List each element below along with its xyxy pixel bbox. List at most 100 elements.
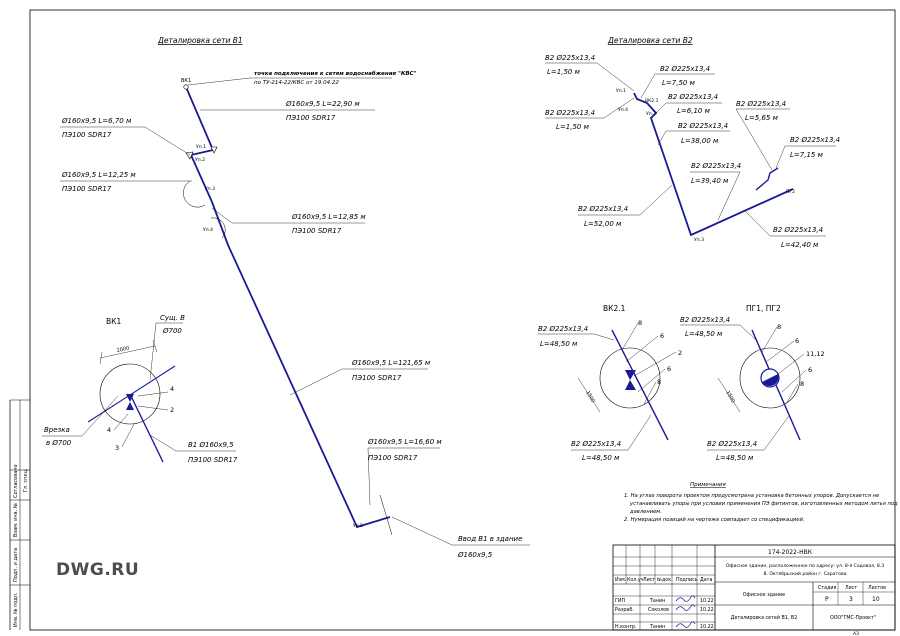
tb-signature-1 <box>675 595 696 602</box>
tb-h-sheet: Лист <box>845 585 857 591</box>
b1-seg2-size: Ø160х9,5 L=6,70 м <box>61 117 132 125</box>
vk21-pos-8b: 8 <box>657 378 661 386</box>
side-stamp-b: Взам. инв. № <box>13 502 19 537</box>
pg-dim: 1500 <box>724 390 736 404</box>
b1-node-u1 <box>210 146 218 154</box>
pg-pos-6a: 6 <box>795 337 799 345</box>
pg-top-d: В2 Ø225х13,4 <box>680 316 730 324</box>
b2-seg-c-l: L=1,50 м <box>556 123 590 131</box>
vk1-well-circle <box>99 363 161 425</box>
b1-seg4-mat: ПЭ100 SDR17 <box>292 227 342 235</box>
tb-object-1: Офисное здание, расположенное по адресу:… <box>726 563 884 569</box>
side-stamp-d: Инв. № подл. <box>13 592 19 627</box>
b1-seg3-mat: ПЭ100 SDR17 <box>62 185 112 193</box>
b2-title: Деталировка сети В2 <box>607 36 693 45</box>
pg-pos-8b: 8 <box>800 380 804 388</box>
note-1b: устанавливать упоры при условии применен… <box>629 501 898 507</box>
vk1-pos-4b: 4 <box>107 426 111 434</box>
b2-seg-e-l: L=38,00 м <box>681 137 719 145</box>
b2-seg-h-l: L=39,40 м <box>691 177 729 185</box>
vk1-pipe-mat: ПЭ100 SDR17 <box>188 456 238 464</box>
vk21-pos-2: 2 <box>678 349 682 357</box>
tb-h-sheets: Листов <box>868 585 886 591</box>
vk21-valve <box>625 370 636 380</box>
watermark: DWG.RU <box>56 560 140 580</box>
b2-seg-f-d: В2 Ø225х13,4 <box>736 100 786 108</box>
tb-name-2: Соколов <box>648 607 669 613</box>
tb-col-kol: Кол.уч <box>627 577 644 583</box>
b2-seg-j-d: В2 Ø225х13,4 <box>773 226 823 234</box>
vk1-tie-in-size: в Ø700 <box>46 439 72 447</box>
b2-branch-pg <box>755 167 779 191</box>
vk1-pos-2: 2 <box>170 406 174 414</box>
vk1-pos-3: 3 <box>115 444 119 452</box>
vk1-well-label: Сущ. В <box>160 314 185 322</box>
b1-node-vk1-label: ВК1 <box>181 78 191 84</box>
tb-date-3: 10.22 <box>700 624 714 630</box>
tb-gip: ГИП <box>615 598 626 604</box>
tb-sheets: 10 <box>872 596 880 603</box>
vk1-pipe-label: В1 Ø160х9,5 <box>188 441 234 449</box>
b2-node-u1-label: Уп.1 <box>616 88 626 94</box>
b1-node-u3-label: Уп.3 <box>205 186 215 192</box>
tb-name-1: Танин <box>649 598 665 604</box>
b2-seg-f-l: L=5,65 м <box>745 114 779 122</box>
b1-entry-label: Ввод В1 в здание <box>458 535 522 543</box>
vk1-detail: ВК1 2000 Сущ. В Ø700 4 4 2 3 Врезка в Ø7… <box>42 314 238 464</box>
vk21-top-d: В2 Ø225х13,4 <box>538 325 588 333</box>
tb-org: ООО"ГМС-Проект" <box>830 615 876 621</box>
drawing-frame <box>29 9 896 631</box>
b2-node-u4-label: Уп.4 <box>618 107 628 113</box>
pg-bottom-l: L=48,50 м <box>716 454 754 462</box>
tb-col-list: Лист <box>643 577 655 583</box>
b1-seg1-mat: ПЭ100 SDR17 <box>286 114 336 122</box>
b2-node-vk21-label: ВК2.1 <box>645 98 659 104</box>
b1-entry-size: Ø160х9,5 <box>457 551 493 559</box>
title-block: Изм. Кол.уч Лист №док. Подпись Дата ГИП … <box>612 544 896 636</box>
vk1-valve <box>126 394 134 402</box>
pg-bottom-d: В2 Ø225х13,4 <box>707 440 757 448</box>
b2-seg-a-l: L=1,50 м <box>547 68 581 76</box>
side-stamp-c: Подп. и дата <box>13 548 19 582</box>
vk21-title: ВК2.1 <box>603 304 626 313</box>
tb-date-2: 10.22 <box>700 607 714 613</box>
note-1a: 1. На углах поворота проектом предусмотр… <box>624 493 879 499</box>
side-stamp-a: Согласовано <box>13 464 19 498</box>
b2-seg-b-l: L=7,50 м <box>662 79 696 87</box>
tb-col-izm: Изм. <box>615 577 626 583</box>
note-2: 2. Нумерация позиций на чертеже совпадае… <box>624 517 804 523</box>
b1-connection-note-1: точка подключения к сетям водоснабжения … <box>254 70 417 77</box>
b2-node-pg2-label: ПГ2 <box>786 189 795 195</box>
vk21-top-l: L=48,50 м <box>540 340 578 348</box>
tb-h-stage: Стадия <box>818 585 837 591</box>
network-b1: Деталировка сети В1 ВК1 Уп.1 Уп.2 Уп.3 У… <box>60 36 530 559</box>
b1-seg1-size: Ø160х9,5 L=22,90 м <box>285 100 360 108</box>
b2-seg-d-l: L=6,10 м <box>677 107 711 115</box>
b1-node-vk1 <box>183 84 189 90</box>
b2-seg-d-d: В2 Ø225х13,4 <box>668 93 718 101</box>
side-stamp: Согласовано Гл. спец. Взам. инв. № Подп.… <box>9 399 30 630</box>
b1-node-u4-label: Уп.4 <box>203 227 213 233</box>
b2-seg-a-d: В2 Ø225х13,4 <box>545 54 595 62</box>
b1-seg6-size: Ø160х9,5 L=16,60 м <box>367 438 442 446</box>
tb-stage: Р <box>825 596 829 603</box>
vk1-dim: 2000 <box>116 345 130 354</box>
b2-seg-i-d: В2 Ø225х13,4 <box>578 205 628 213</box>
vk1-tie-in: Врезка <box>44 426 70 434</box>
b2-seg-e-d: В2 Ø225х13,4 <box>678 122 728 130</box>
b1-seg3-size: Ø160х9,5 L=12,25 м <box>61 171 136 179</box>
b2-seg-g-d: В2 Ø225х13,4 <box>790 136 840 144</box>
tb-col-sign: Подпись <box>676 577 698 583</box>
pg-pos-11: 11,12 <box>806 350 825 358</box>
note-1c: давлением. <box>629 509 662 515</box>
tb-sheet-name: Деталировка сетей В1, В2 <box>731 614 798 621</box>
b1-seg6-mat: ПЭ100 SDR17 <box>368 454 418 462</box>
b1-connection-note-2: по ТУ-214-22/КВС от 19.04.22 <box>254 80 339 86</box>
pg-detail: ПГ1, ПГ2 1500 В2 Ø225х13,4 L=48,50 м В2 … <box>680 304 825 462</box>
tb-format: А3 <box>853 631 859 636</box>
vk21-pos-6a: 6 <box>660 332 664 340</box>
b1-seg2-mat: ПЭ100 SDR17 <box>62 131 112 139</box>
tb-razrab: Разраб. <box>615 607 634 613</box>
b1-node-u1-label: Уп.1 <box>196 144 206 150</box>
